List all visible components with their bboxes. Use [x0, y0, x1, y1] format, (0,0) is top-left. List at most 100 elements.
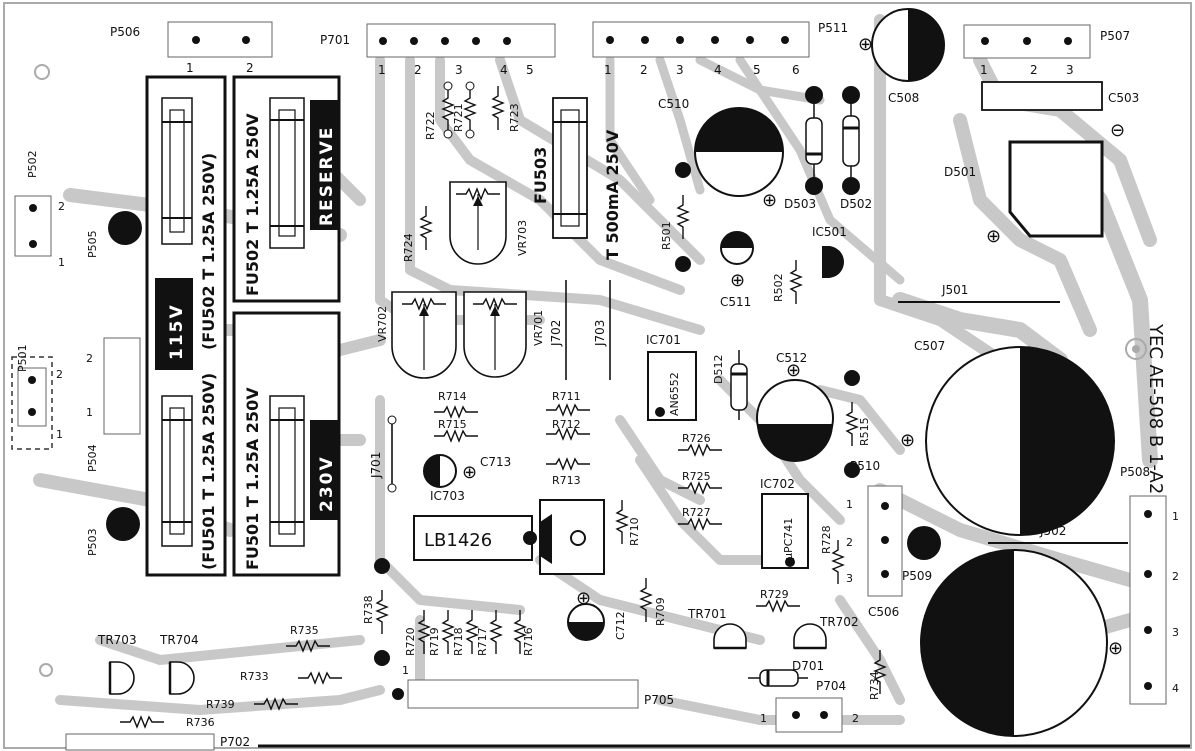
connector-p505: P505: [86, 211, 142, 258]
trimmer-vr702: VR702: [376, 291, 457, 379]
svg-text:R711: R711: [552, 390, 581, 403]
svg-text:1: 1: [980, 63, 988, 77]
svg-text:1: 1: [846, 498, 853, 511]
resistor-r501: R501: [660, 162, 691, 272]
svg-text:R724: R724: [402, 233, 415, 262]
ic702-chip: IC702 μPC741: [760, 477, 809, 569]
label-c503: C503: [1108, 91, 1139, 105]
label-p502: P502: [26, 150, 39, 178]
svg-text:R728: R728: [820, 525, 833, 554]
svg-text:2: 2: [1030, 63, 1038, 77]
transistor-tr704: TR704: [159, 633, 199, 695]
resistor-r722: R722: [424, 81, 454, 140]
connector-p511: P511 1 2 3 4 5 6: [592, 21, 848, 77]
svg-text:R713: R713: [552, 474, 581, 487]
label-p510: P510: [850, 459, 880, 473]
ic501-regulator: IC501: [812, 225, 847, 278]
capacitor-c512: ⊕ C512: [756, 351, 834, 462]
capacitor-c713: ⊕ C713: [423, 454, 511, 488]
label-j502: J502: [1039, 524, 1066, 538]
label-j501: J501: [941, 283, 968, 297]
fuse-holder-fu502-230: [269, 97, 305, 249]
label-c508: C508: [888, 91, 919, 105]
resistor-r515: R515: [844, 370, 871, 478]
resistor-r719: R719: [428, 609, 454, 656]
svg-text:R501: R501: [660, 221, 673, 250]
label-p701: P701: [320, 33, 350, 47]
connector-p503: P503: [86, 507, 140, 556]
label-c511: C511: [720, 295, 751, 309]
resistor-r713: R713: [545, 458, 591, 487]
resistor-r734: R734: [868, 649, 886, 700]
label-d501: D501: [944, 165, 976, 179]
svg-text:1: 1: [604, 63, 612, 77]
fuse-block-230v-bottom: FU501 T 1.25A 250V 230V: [232, 311, 341, 577]
transistor-tr703: TR703: [97, 633, 137, 695]
ic701-chip: IC701 AN6552: [646, 333, 697, 421]
label-c510: C510: [658, 97, 689, 111]
svg-text:R733: R733: [240, 670, 269, 683]
label-ic702-part: μPC741: [782, 518, 795, 560]
svg-text:R725: R725: [682, 470, 711, 483]
svg-text:R502: R502: [772, 273, 785, 302]
label-d503: D503: [784, 197, 816, 211]
diode-d502: D502: [840, 86, 872, 211]
resistor-r711: R711: [545, 390, 591, 416]
fuse-holder-fu501-230: [269, 395, 305, 547]
svg-text:⊕: ⊕: [786, 360, 801, 381]
svg-text:J701: J701: [369, 452, 383, 479]
svg-text:⊕: ⊕: [762, 190, 777, 211]
resistor-r715: R715: [433, 418, 479, 442]
svg-text:2: 2: [1172, 570, 1179, 583]
connector-p507: P507 1 2 3: [963, 24, 1130, 77]
svg-text:VR701: VR701: [532, 310, 545, 346]
label-p501: P501: [16, 344, 29, 372]
transistor-tr701: TR701: [687, 607, 747, 650]
label-tr703: TR703: [97, 633, 137, 647]
svg-text:2: 2: [246, 61, 254, 75]
svg-text:VR703: VR703: [516, 220, 529, 256]
resistor-r733: R733: [240, 670, 343, 684]
resistor-r716: R716: [514, 609, 535, 656]
label-p503: P503: [86, 528, 99, 556]
svg-text:⊕: ⊕: [1108, 638, 1123, 659]
svg-text:R723: R723: [508, 103, 521, 132]
svg-text:2: 2: [640, 63, 648, 77]
svg-text:R734: R734: [868, 671, 881, 700]
resistor-r725: R725: [677, 470, 723, 494]
resistor-r735: R735: [285, 624, 331, 652]
resistor-r710: R710: [616, 499, 641, 546]
capacitor-c506: ⊕: [920, 549, 1123, 737]
svg-text:5: 5: [753, 63, 761, 77]
jumper-j502: J502: [988, 524, 1128, 544]
svg-text:3: 3: [1066, 63, 1074, 77]
label-p509: P509: [902, 569, 932, 583]
connector-p504: P504 2 1: [86, 337, 141, 472]
resistor-r726: R726: [677, 432, 723, 456]
resistor-r502: R502: [772, 259, 802, 305]
resistor-r738: R738: [362, 558, 390, 666]
connector-p509: P509: [902, 526, 941, 583]
label-ic703: IC703: [430, 489, 465, 503]
connector-p701: P701 1 2 3 4 5: [320, 23, 556, 77]
svg-text:1: 1: [402, 664, 409, 677]
svg-text:1: 1: [1172, 510, 1179, 523]
svg-text:6: 6: [792, 63, 800, 77]
svg-text:⊕: ⊕: [730, 270, 745, 291]
diode-d701: D701: [748, 659, 824, 687]
diode-d503: D503: [784, 86, 823, 211]
svg-text:⊕: ⊕: [986, 226, 1001, 247]
svg-text:R714: R714: [438, 390, 467, 403]
svg-text:3: 3: [846, 572, 853, 585]
svg-text:5: 5: [526, 63, 534, 77]
label-c712: C712: [614, 611, 627, 640]
svg-text:⊖: ⊖: [1110, 120, 1125, 141]
resistor-r739: R739: [206, 698, 299, 711]
svg-text:4: 4: [714, 63, 722, 77]
transistor-tr702: TR702: [793, 615, 859, 650]
label-p507: P507: [1100, 29, 1130, 43]
svg-text:VR702: VR702: [376, 306, 389, 342]
jumper-j701: J701: [369, 415, 397, 493]
connector-p502: P502 2 1: [14, 150, 65, 269]
